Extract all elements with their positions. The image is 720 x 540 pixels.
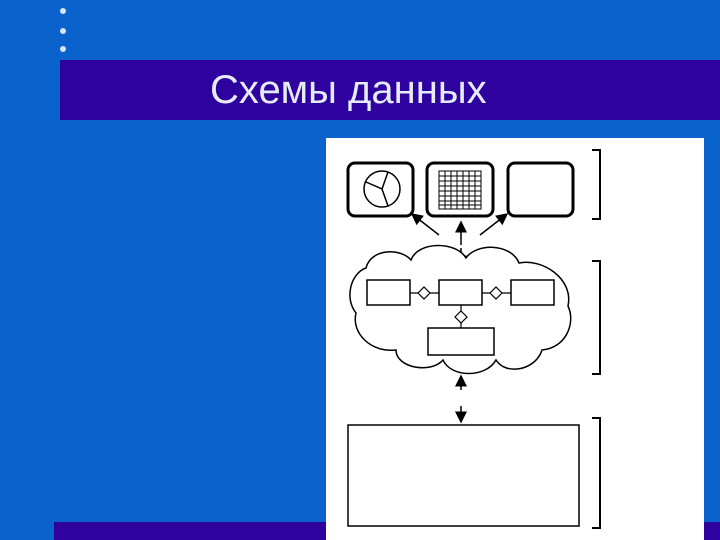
relationship-diamond-right [489,286,503,300]
bullet-dot [60,46,66,52]
physical-level-box [347,424,580,527]
level-bracket-internal [592,417,601,529]
entity-middle [438,279,483,306]
data-schema-diagram [346,149,601,529]
level-bracket-conceptual [592,260,601,375]
level-bracket-external [592,149,601,220]
arrow-to-window-view [479,213,509,236]
entity-left [366,279,411,306]
relationship-diamond-bottom [454,310,468,324]
entity-bottom [427,327,495,356]
blank-window-view [506,161,575,218]
conceptual-cloud [349,244,572,375]
arrow-to-pie-view [410,213,440,236]
bullet-dot [60,28,66,34]
grid-icon [438,170,482,210]
diagram-panel [326,138,704,540]
title-band: Схемы данных [60,60,720,120]
entity-right [510,279,555,306]
pie-chart-icon [363,170,401,208]
bullet-dot [60,8,66,14]
pie-chart-view [346,161,415,218]
slide-title: Схемы данных [210,68,487,112]
table-grid-view [425,161,495,218]
relationship-diamond-left [417,286,431,300]
decorative-bullets [60,6,68,56]
